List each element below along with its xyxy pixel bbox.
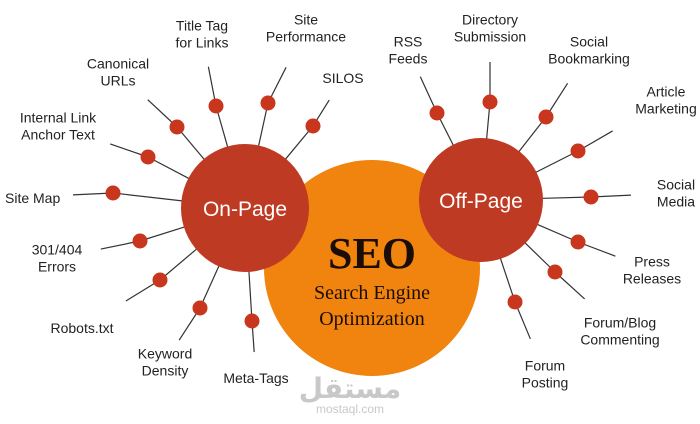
on-page-spoke-line bbox=[282, 125, 314, 163]
on-page-spoke-dot bbox=[244, 313, 260, 329]
on-page-spoke-label-line: Site Map bbox=[5, 190, 60, 206]
on-page-spoke-line bbox=[147, 156, 193, 181]
off-page-spoke-line bbox=[532, 150, 579, 175]
on-page-spoke-line bbox=[112, 192, 186, 202]
off-page-spoke-dot bbox=[507, 294, 523, 310]
on-page-spokes bbox=[73, 66, 330, 353]
off-page-spokes bbox=[419, 62, 631, 340]
off-page-spoke-line bbox=[533, 222, 579, 243]
off-page-spoke-label-line: Feeds bbox=[389, 51, 428, 67]
on-page-label: On-Page bbox=[203, 198, 287, 221]
on-page-spoke-label-line: for Links bbox=[176, 35, 229, 51]
off-page-spoke-label-line: Media bbox=[657, 194, 695, 210]
watermark-latin: mostaql.com bbox=[316, 402, 384, 416]
seo-title: SEO bbox=[328, 229, 416, 278]
off-page-spoke-line bbox=[522, 240, 556, 273]
on-page-spoke-label-line: Meta-Tags bbox=[223, 370, 288, 386]
off-page-spoke-label-line: Social bbox=[657, 177, 695, 193]
off-page-spoke-dot bbox=[538, 109, 554, 125]
off-page-spoke-label-line: Releases bbox=[623, 271, 681, 287]
seo-subtitle-line1: Search Engine bbox=[314, 282, 430, 304]
on-page-spoke-label-line: Performance bbox=[266, 29, 346, 45]
off-page-spoke-label-line: Marketing bbox=[635, 101, 696, 117]
on-page-hub bbox=[181, 144, 309, 272]
off-page-spoke-label-line: Bookmarking bbox=[548, 51, 630, 67]
off-page-spoke-label-line: Social bbox=[570, 34, 608, 50]
off-page-spoke-dot bbox=[583, 189, 599, 205]
on-page-spoke-label-line: Keyword bbox=[138, 346, 192, 362]
off-page-spoke-label-line: Forum/Blog bbox=[584, 315, 656, 331]
on-page-spoke-label-line: Anchor Text bbox=[21, 127, 95, 143]
on-page-spoke-label-line: 301/404 bbox=[32, 242, 83, 258]
off-page-spoke-label-line: Submission bbox=[454, 29, 526, 45]
on-page-spoke-dot bbox=[192, 300, 208, 316]
on-page-spoke-dot bbox=[208, 98, 224, 114]
off-page-label: Off-Page bbox=[439, 190, 523, 213]
on-page-spoke-label: Meta-Tags bbox=[223, 370, 288, 386]
off-page-spoke-label-line: Press bbox=[634, 254, 670, 270]
watermark-arabic: مستقل bbox=[299, 373, 401, 404]
on-page-spoke-dot bbox=[169, 119, 185, 135]
on-page-spoke-label-line: Site bbox=[294, 12, 318, 28]
off-page-spoke-dot bbox=[429, 105, 445, 121]
off-page-spoke-dot bbox=[482, 94, 498, 110]
on-page-spoke-line bbox=[199, 262, 221, 309]
off-page-hub bbox=[419, 138, 543, 262]
off-page-spoke-label-line: Commenting bbox=[580, 332, 659, 348]
on-page-spoke-line bbox=[139, 225, 188, 242]
on-page-spoke-label-line: Canonical bbox=[87, 56, 149, 72]
seo-subtitle-line2: Optimization bbox=[319, 308, 425, 330]
on-page-spoke-label-line: Internal Link bbox=[20, 110, 97, 126]
on-page-spoke-line bbox=[159, 246, 200, 281]
on-page-spoke-label-line: URLs bbox=[100, 73, 135, 89]
on-page-spoke-line bbox=[257, 102, 269, 150]
on-page-spoke-line bbox=[176, 126, 207, 163]
off-page-spoke-label-line: Forum bbox=[525, 358, 565, 374]
on-page-spoke-dot bbox=[260, 95, 276, 111]
off-page-spoke-line bbox=[516, 116, 547, 155]
on-page-spoke-label-line: Errors bbox=[38, 259, 76, 275]
off-page-spoke-dot bbox=[570, 234, 586, 250]
off-page-spoke-line bbox=[498, 254, 516, 303]
on-page-spoke-label-line: SILOS bbox=[322, 70, 363, 86]
on-page-spoke-label-line: Robots.txt bbox=[50, 320, 113, 336]
on-page-spoke-dot bbox=[140, 149, 156, 165]
on-page-spoke-line bbox=[248, 267, 253, 322]
on-page-spoke-line bbox=[215, 105, 230, 151]
on-page-spoke-label-line: Title Tag bbox=[176, 18, 228, 34]
on-page-spoke-dot bbox=[305, 118, 321, 134]
off-page-spoke-dot bbox=[547, 264, 563, 280]
on-page-spoke-dot bbox=[105, 185, 121, 201]
off-page-spoke-label-line: RSS bbox=[394, 34, 423, 50]
off-page-spoke-label-line: Posting bbox=[522, 375, 569, 391]
on-page-spoke-label: Site Map bbox=[5, 190, 60, 206]
off-page-spoke-dot bbox=[570, 143, 586, 159]
on-page-spoke-label: Robots.txt bbox=[50, 320, 113, 336]
on-page-spoke-label: SILOS bbox=[322, 70, 363, 86]
off-page-spoke-label-line: Directory bbox=[462, 12, 518, 28]
off-page-spoke-label-line: Article bbox=[647, 84, 686, 100]
on-page-spoke-label-line: Density bbox=[142, 363, 189, 379]
on-page-spoke-dot bbox=[132, 233, 148, 249]
off-page-spoke-line bbox=[538, 196, 592, 200]
on-page-spoke-dot bbox=[152, 272, 168, 288]
